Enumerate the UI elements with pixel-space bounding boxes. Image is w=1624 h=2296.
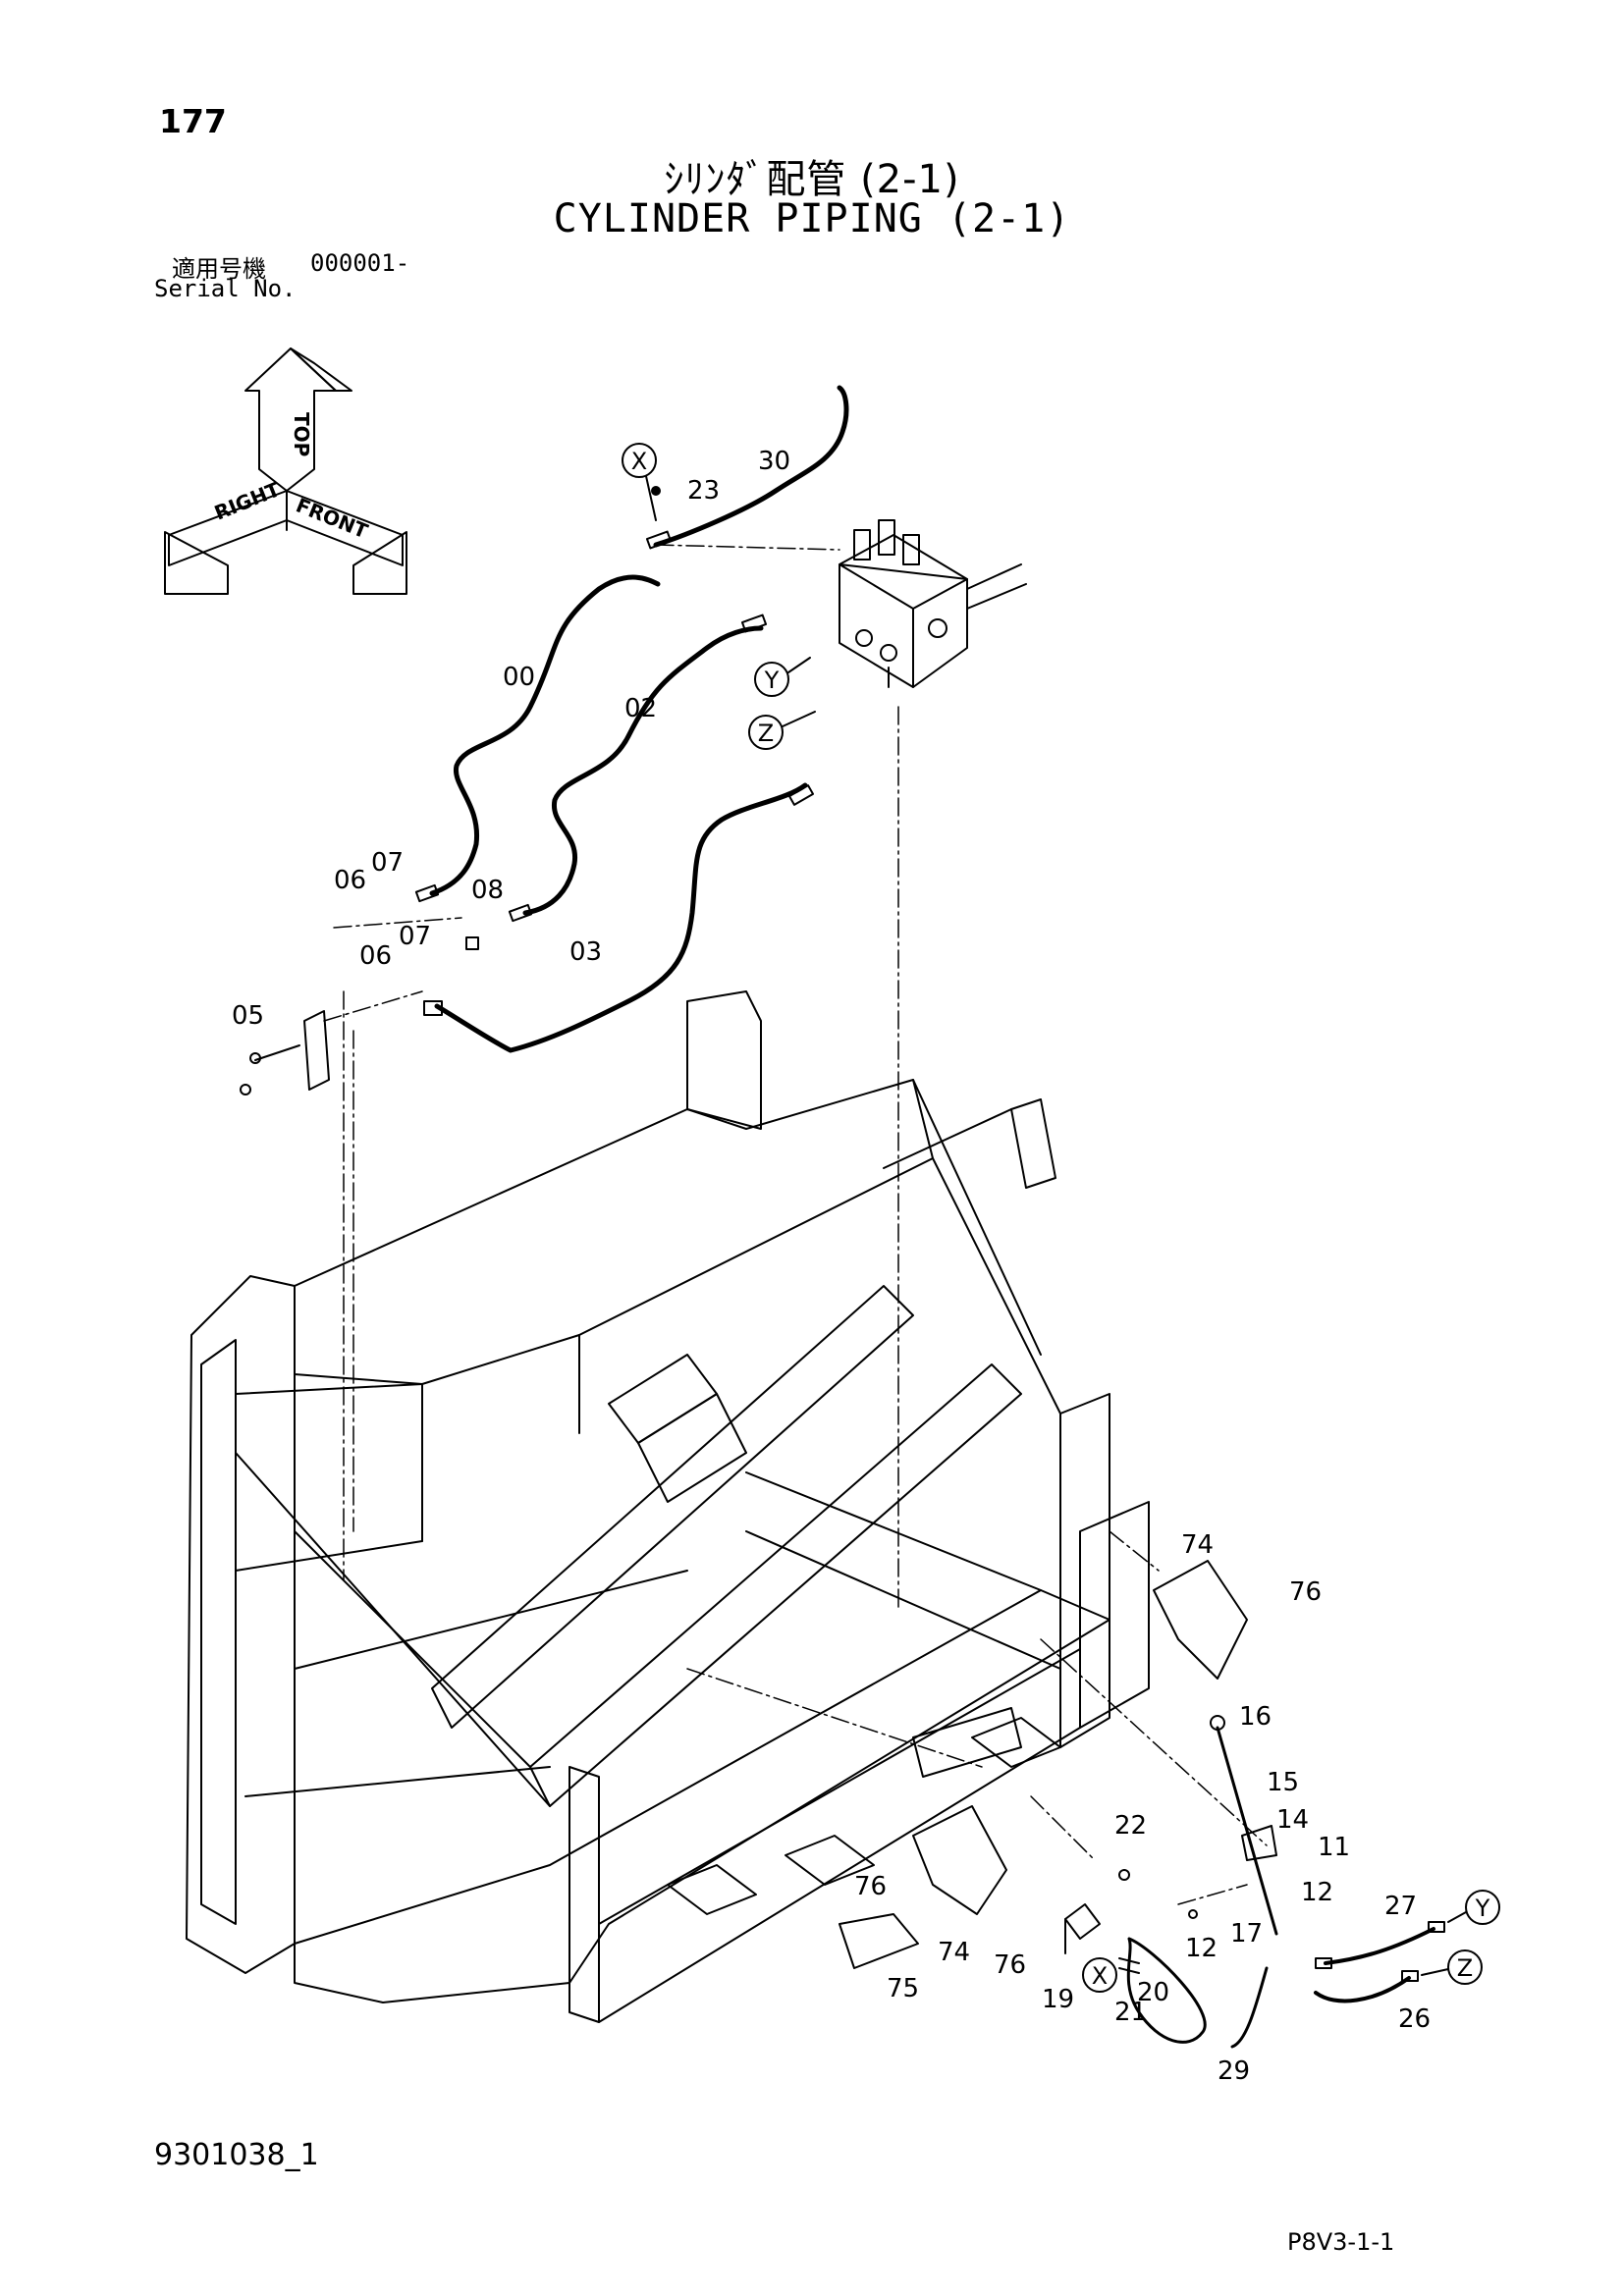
orientation-right-label: RIGHT (211, 477, 284, 524)
callout-22: 22 (1114, 1811, 1147, 1841)
callout-07a: 07 (371, 848, 404, 878)
cover-plates (839, 1560, 1248, 1969)
callout-20: 20 (1137, 1978, 1169, 2007)
figure-code: P8V3-1-1 (1287, 2228, 1395, 2256)
svg-text:Y: Y (764, 667, 780, 694)
svg-text:X: X (631, 448, 647, 475)
svg-text:X: X (1092, 1962, 1108, 1990)
svg-text:Z: Z (1457, 1954, 1473, 1982)
callout-14: 12 (1301, 1878, 1333, 1907)
callout-05: 05 (232, 1001, 264, 1031)
callout-00: 00 (503, 663, 535, 692)
callout-75: 75 (887, 1974, 919, 2003)
marker-x-bottom: X (1082, 1957, 1117, 1993)
brackets (240, 1010, 330, 1095)
page-number: 177 (159, 102, 227, 140)
callout-74b: 74 (938, 1938, 970, 1967)
callout-27: 27 (1384, 1892, 1417, 1921)
marker-z-top: Z (748, 711, 816, 750)
callout-26: 26 (1398, 2004, 1431, 2034)
callout-29: 29 (1218, 2056, 1250, 2086)
serial-label-english: Serial No. (154, 275, 297, 302)
callout-23: 23 (687, 476, 720, 506)
callout-06b: 06 (359, 941, 392, 971)
hose-fittings (414, 530, 815, 1016)
serial-label-japanese: 適用号機 (172, 255, 266, 283)
orientation-indicator: TOP RIGHT FRONT (164, 347, 407, 595)
orientation-front-label: FRONT (293, 493, 371, 543)
drawing-number: 9301038_1 (154, 2138, 319, 2172)
callout-07b: 07 (399, 922, 431, 951)
callout-06a: 06 (334, 866, 366, 895)
marker-z-bottom: Z (1421, 1949, 1483, 1985)
callout-76a: 76 (1289, 1577, 1322, 1607)
marker-y-bottom: Y (1447, 1890, 1500, 1925)
callout-76b: 76 (854, 1872, 887, 1901)
callout-16: 15 (1267, 1768, 1299, 1797)
callout-11: 11 (1318, 1833, 1350, 1862)
callout-03: 03 (569, 937, 602, 967)
hose-set-right (1064, 1715, 1445, 2049)
callout-17a: 16 (1239, 1702, 1272, 1732)
control-valve (839, 519, 1027, 688)
callout-15: 14 (1276, 1805, 1309, 1835)
part-callouts: 30 23 00 02 07 06 08 07 06 03 05 74 76 1… (232, 447, 1431, 2086)
callout-19: 19 (1042, 1985, 1074, 2014)
callout-30: 30 (758, 447, 790, 476)
callout-02: 02 (624, 694, 657, 723)
title-japanese: ｼﾘﾝﾀﾞ配管 (2-1) (664, 157, 960, 202)
connection-markers: X Y Z X Y Z (622, 443, 1500, 1993)
callout-08: 08 (471, 876, 504, 905)
callout-12: 12 (1185, 1934, 1218, 1963)
marker-y-top: Y (754, 657, 811, 697)
svg-text:Z: Z (758, 720, 774, 747)
callout-76c: 76 (994, 1950, 1026, 1980)
leader-lines (323, 544, 1268, 1905)
svg-text:Y: Y (1475, 1895, 1490, 1922)
title-english: CYLINDER PIPING (2-1) (553, 196, 1071, 241)
orientation-top-label: TOP (290, 412, 313, 456)
hoses (429, 385, 849, 1053)
callout-21: 21 (1114, 1998, 1147, 2027)
marker-x-top: X (622, 443, 661, 521)
main-frame (186, 990, 1150, 2023)
callout-17b: 17 (1230, 1919, 1263, 1949)
serial-range: 000001- (310, 249, 410, 277)
callout-74a: 74 (1181, 1530, 1214, 1560)
